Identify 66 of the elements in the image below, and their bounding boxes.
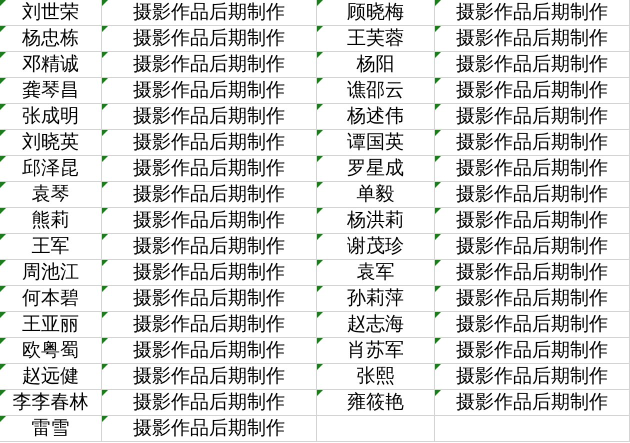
cell-text: 摄影作品后期制作 [456,393,608,412]
cell-text: 摄影作品后期制作 [133,107,285,126]
cell-text: 王亚丽 [22,315,79,334]
cell-text: 摄影作品后期制作 [133,419,285,438]
cell-text: 摄影作品后期制作 [133,263,285,282]
cell-text: 摄影作品后期制作 [456,367,608,386]
cell-text: 罗星成 [347,159,404,178]
cell-text: 摄影作品后期制作 [456,341,608,360]
cell-text: 邱泽昆 [22,159,79,178]
cell-text: 摄影作品后期制作 [456,263,608,282]
cell-text: 赵志海 [347,315,404,334]
cell-text: 摄影作品后期制作 [456,237,608,256]
cell-text: 摄影作品后期制作 [456,55,608,74]
cell-text: 王军 [32,237,70,256]
cell-text: 摄影作品后期制作 [133,185,285,204]
cell-text: 赵远健 [22,367,79,386]
cell-text: 摄影作品后期制作 [133,81,285,100]
cell-text: 李李春林 [12,393,88,412]
cell-text: 龚琴昌 [22,81,79,100]
cell-text: 杨阳 [356,55,394,74]
cell-text: 谢茂珍 [347,237,404,256]
cell-text: 雷雪 [32,419,70,438]
cell-text: 杨洪莉 [347,211,404,230]
cell-text: 摄影作品后期制作 [133,341,285,360]
cell-text: 摄影作品后期制作 [456,81,608,100]
cell-text: 邓精诚 [22,55,79,74]
cell-text: 刘晓英 [22,133,79,152]
cell-text: 单毅 [356,185,394,204]
cell-text: 摄影作品后期制作 [456,185,608,204]
cell-text: 摄影作品后期制作 [456,211,608,230]
cell-text: 摄影作品后期制作 [133,315,285,334]
cell-text: 何本碧 [22,289,79,308]
cell-text: 摄影作品后期制作 [133,289,285,308]
cell-text: 谭国英 [347,133,404,152]
cell-text: 张成明 [22,107,79,126]
cell-text: 刘世荣 [22,3,79,22]
cell-text: 顾晓梅 [347,3,404,22]
cell-text: 杨述伟 [347,107,404,126]
cell-text: 摄影作品后期制作 [133,211,285,230]
cell-text: 摄影作品后期制作 [133,237,285,256]
cell-text: 摄影作品后期制作 [456,289,608,308]
cell-text: 摄影作品后期制作 [133,367,285,386]
cell-text: 摄影作品后期制作 [133,159,285,178]
cell-text: 周池江 [22,263,79,282]
cell-text: 雍筱艳 [347,393,404,412]
cell-text: 摄影作品后期制作 [133,393,285,412]
cell-text: 摄影作品后期制作 [133,29,285,48]
cell-text: 谯邵云 [347,81,404,100]
cell-text: 孙莉萍 [347,289,404,308]
cell-text: 摄影作品后期制作 [133,55,285,74]
cell-text: 摄影作品后期制作 [456,159,608,178]
cell-text: 王芙蓉 [347,29,404,48]
cell-text: 张熙 [356,367,394,386]
cell-text: 袁军 [356,263,394,282]
cell-text: 欧粤蜀 [22,341,79,360]
cell-text: 摄影作品后期制作 [456,315,608,334]
cell-text: 熊莉 [32,211,70,230]
cell-text: 摄影作品后期制作 [456,133,608,152]
cell-text: 袁琴 [32,185,70,204]
cell-text: 摄影作品后期制作 [133,133,285,152]
cell-text: 肖苏军 [347,341,404,360]
cell-text: 摄影作品后期制作 [456,3,608,22]
cell-text: 摄影作品后期制作 [456,107,608,126]
cell-text: 杨忠栋 [22,29,79,48]
cell-text: 摄影作品后期制作 [456,29,608,48]
cell-text: 摄影作品后期制作 [133,3,285,22]
